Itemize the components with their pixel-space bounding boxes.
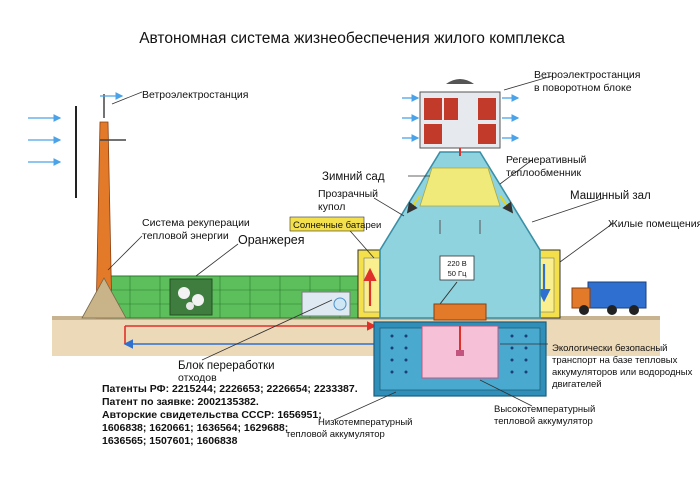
diagram-title: Автономная система жизнеобеспечения жило… [139, 30, 565, 47]
recuperation-label-1: Система рекуперации [142, 217, 250, 229]
accumulator-dots [390, 334, 528, 374]
leader-lines [107, 75, 613, 421]
rotating-wind-label-2: в поворотном блоке [534, 82, 632, 94]
patents-block: Патенты РФ: 2215244; 2226653; 2226654; 2… [102, 383, 358, 448]
transparent-dome [379, 151, 541, 321]
greenhouse [101, 275, 371, 319]
recuperation-pipes [123, 321, 377, 349]
patent-line: Патенты РФ: 2215244; 2226653; 2226654; 2… [102, 383, 358, 395]
machine-room-label: Машинный зал [570, 190, 651, 202]
high-temp-label-1: Высокотемпературный [494, 404, 595, 415]
low-temp-label-2: тепловой аккумулятор [286, 429, 385, 440]
solar-panels-badge [289, 216, 365, 232]
living-rooms-label: Жилые помещения [608, 218, 700, 230]
regenerative-label-1: Регенеративный [506, 154, 587, 166]
transport-label-1: Экологически безопасный [552, 343, 667, 354]
voltage-label-2: 50 Гц [448, 269, 467, 278]
transport-label-4: двигателей [552, 379, 602, 390]
solar-panels-label: Солнечные батареи [293, 220, 381, 231]
transport-label-3: аккумуляторов или водородных [552, 367, 693, 378]
regenerative-label-2: теплообменник [506, 167, 581, 179]
waste-label-2: отходов [178, 372, 217, 384]
low-temp-label-1: Низкотемпературный [318, 417, 412, 428]
transparent-dome-label-2: купол [318, 201, 345, 213]
voltage-label-1: 220 В [447, 259, 467, 268]
wind-station-label: Ветроэлектростанция [142, 89, 248, 101]
high-temp-label-2: тепловой аккумулятор [494, 416, 593, 427]
patent-line: Авторские свидетельства СССР: 1656951; [102, 409, 322, 421]
high-temp-accumulator [421, 325, 499, 379]
winter-garden-label: Зимний сад [322, 171, 385, 183]
waste-label-1: Блок переработки [178, 360, 275, 372]
rotating-wind-block [402, 79, 520, 156]
patent-line: 1606838; 1620661; 1636564; 1629688; [102, 422, 289, 434]
transport-label-2: транспорт на базе тепловых [552, 355, 678, 366]
truck [571, 281, 647, 315]
rotating-wind-label-1: Ветроэлектростанция [534, 69, 640, 81]
wind-tower [28, 92, 127, 319]
recuperation-label-2: тепловой энергии [142, 230, 229, 242]
patent-line: 1636565; 1507601; 1606838 [102, 435, 238, 447]
patent-line: Патент по заявке: 2002135382. [102, 396, 259, 408]
transparent-dome-label-1: Прозрачный [318, 188, 378, 200]
greenhouse-label: Оранжерея [238, 233, 305, 247]
